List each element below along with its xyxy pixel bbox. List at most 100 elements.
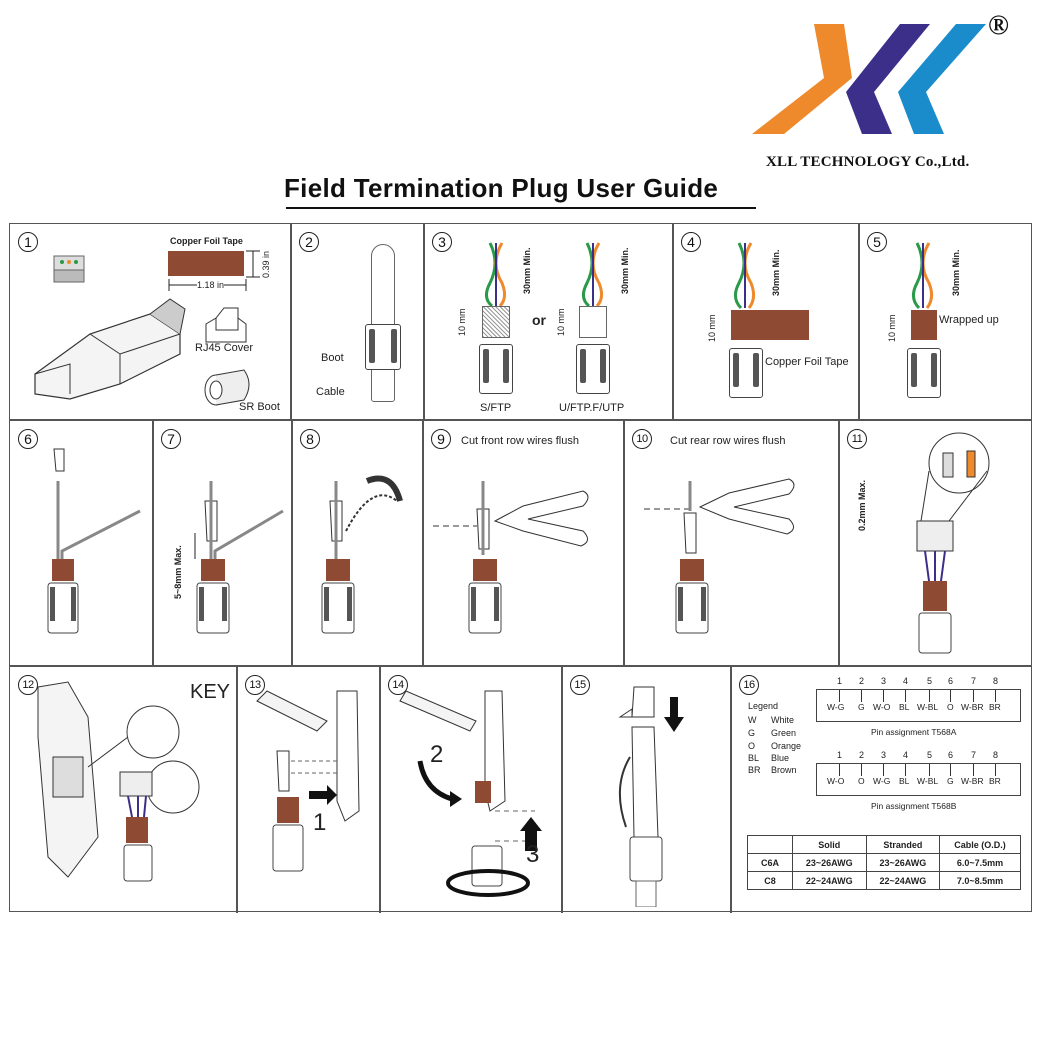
pin-number: 4 xyxy=(903,750,909,760)
attach-cover-icon xyxy=(618,686,684,907)
key-label: KEY xyxy=(190,681,231,703)
pin-number: 1 xyxy=(837,676,843,686)
table-cell: C6A xyxy=(747,853,793,872)
tape-length-label: 10 mm xyxy=(887,314,897,342)
xll-logo-icon xyxy=(752,24,986,134)
step-14-panel: 14 2 3 xyxy=(380,667,561,912)
terminated-module-icon xyxy=(916,432,990,654)
col-divider xyxy=(291,420,293,666)
step-number: 3 xyxy=(432,232,452,252)
wrapped-label: Wrapped up xyxy=(939,314,999,326)
legend-name: Brown xyxy=(771,765,797,775)
step-number: 10 xyxy=(632,429,652,449)
table-cell: 23~26AWG xyxy=(865,853,941,872)
table-header-row: Solid Stranded Cable (O.D.) xyxy=(747,835,1021,854)
pin-number: 7 xyxy=(971,676,977,686)
table-header xyxy=(747,835,793,854)
pin-number: 8 xyxy=(993,750,999,760)
pin-number: 5 xyxy=(927,750,933,760)
row-divider xyxy=(10,665,1031,667)
step-12-panel: 12 KEY xyxy=(10,667,236,912)
legend-code: O xyxy=(748,741,756,751)
wire-length-label: 30mm Min. xyxy=(522,247,532,294)
rj45-plug-icon xyxy=(34,298,186,400)
legend-code: BL xyxy=(748,753,760,763)
twisted-pairs-icon xyxy=(912,242,934,310)
step-number: 12 xyxy=(18,675,38,695)
col-divider xyxy=(730,666,732,913)
t568a-caption: Pin assignment T568A xyxy=(871,727,957,737)
copper-foil-tape-swatch xyxy=(168,251,244,276)
col-divider xyxy=(290,224,292,420)
pin-wire: G xyxy=(947,776,954,786)
pin-wire: W-G xyxy=(873,776,891,786)
wire-insertion-icon xyxy=(194,481,284,634)
table-cell: 22~24AWG xyxy=(792,871,867,890)
pin-wire: W-G xyxy=(827,702,845,712)
col-divider xyxy=(623,420,625,666)
wrapped-tape-drawing xyxy=(911,310,937,340)
step-number: 5 xyxy=(867,232,887,252)
boot-label: Boot xyxy=(321,352,344,364)
step-7-panel: 7 5~8mm Max. xyxy=(153,421,291,665)
table-cell: 23~26AWG xyxy=(792,853,867,872)
tape-width-label: 1.18 in xyxy=(197,280,225,290)
copper-foil-tape-drawing xyxy=(731,310,809,340)
boot-drawing xyxy=(576,344,610,394)
col-divider xyxy=(236,666,238,913)
step-number: 2 xyxy=(299,232,319,252)
sr-boot-label: SR Boot xyxy=(239,401,280,413)
step-number: 16 xyxy=(739,675,759,695)
row-divider xyxy=(10,419,1031,421)
step-10-panel: 10 Cut rear row wires flush xyxy=(624,421,838,665)
shield-length-label: 10 mm xyxy=(457,308,467,336)
company-logo: ® XLL TECHNOLOGY Co.,Ltd. xyxy=(752,10,1032,170)
table-cell: C8 xyxy=(747,871,793,890)
step-5-panel: 5 10 mm 30mm Min. Wrapped up xyxy=(859,224,1032,419)
step-number: 6 xyxy=(18,429,38,449)
pin-wire: BR xyxy=(989,776,1001,786)
step-1-panel: 1 Copper Foil Tape 0.39 in 1.18 in RJ45 … xyxy=(10,224,290,419)
table-header: Stranded xyxy=(865,835,941,854)
step-9-instruction: Cut front row wires flush xyxy=(461,435,579,447)
step-2-panel: 2 Boot Cable xyxy=(291,224,423,419)
steps-grid: 1 Copper Foil Tape 0.39 in 1.18 in RJ45 … xyxy=(9,223,1033,913)
table-cell: 6.0~7.5mm xyxy=(939,853,1021,872)
sr-boot-icon xyxy=(204,369,250,406)
wire-length-label: 30mm Min. xyxy=(620,247,630,294)
pin-number: 7 xyxy=(971,750,977,760)
step-number: 7 xyxy=(161,429,181,449)
or-label: or xyxy=(532,312,546,328)
pin-number: 2 xyxy=(859,750,865,760)
sftp-label: S/FTP xyxy=(480,402,512,414)
pin-wire: O xyxy=(858,776,865,786)
tape-height-label: 0.39 in xyxy=(261,250,271,278)
cable-spec-table: Solid Stranded Cable (O.D.) C6A 23~26AWG… xyxy=(747,835,1021,890)
table-header: Solid xyxy=(792,835,867,854)
rj45-cover-icon xyxy=(205,307,247,343)
gap-max-label: 5~8mm Max. xyxy=(173,545,183,599)
legend-name: White xyxy=(771,715,795,725)
step-14-rotate-number: 2 xyxy=(430,741,444,768)
step-8-panel: 8 xyxy=(292,421,422,665)
pin-wire: W-BR xyxy=(961,702,984,712)
twisted-pairs-icon xyxy=(734,242,756,310)
cut-rear-row-icon xyxy=(644,478,795,634)
table-row: C6A 23~26AWG 23~26AWG 6.0~7.5mm xyxy=(747,853,1021,872)
braid-shield xyxy=(482,306,510,338)
twisted-pairs-icon xyxy=(582,242,604,308)
close-and-twist-icon xyxy=(399,690,542,897)
step-16-panel: 16 Legend W White G Green O Orange BL Bl… xyxy=(731,667,1033,912)
wire-length-label: 30mm Min. xyxy=(771,249,781,296)
step-number: 4 xyxy=(681,232,701,252)
pin-wire: BL xyxy=(899,776,910,786)
legend-code: W xyxy=(748,715,757,725)
col-divider xyxy=(152,420,154,666)
step-number: 9 xyxy=(431,429,451,449)
pin-number: 1 xyxy=(837,750,843,760)
copper-foil-tape-label: Copper Foil Tape xyxy=(170,236,243,246)
uftp-label: U/FTP.F/UTP xyxy=(559,402,625,414)
col-divider xyxy=(422,420,424,666)
pin-number: 6 xyxy=(948,676,954,686)
